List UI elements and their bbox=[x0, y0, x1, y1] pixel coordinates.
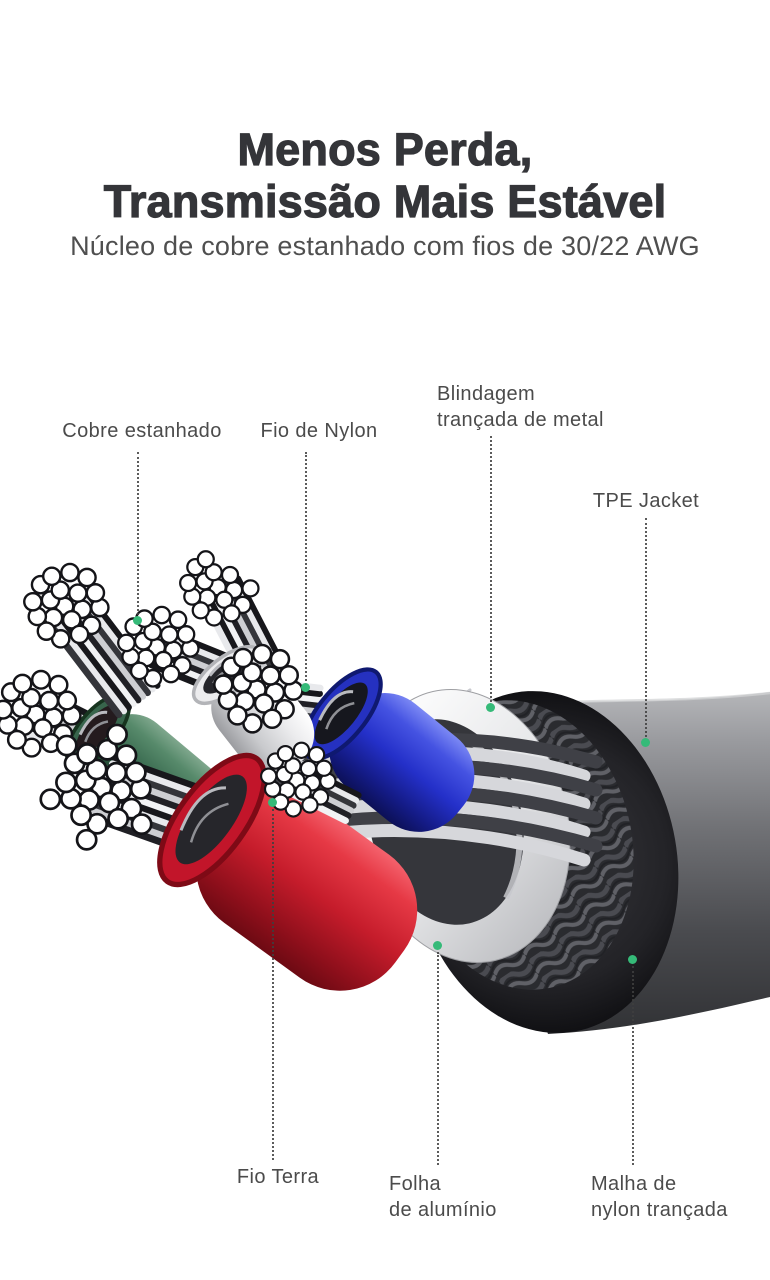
green-dot-fio-de-nylon bbox=[301, 683, 310, 692]
callout-label-folha-aluminio: Folha de alumínio bbox=[389, 1173, 497, 1221]
title-line-2: Transmissão Mais Estável bbox=[103, 176, 667, 228]
callout-label-fio-de-nylon: Fio de Nylon bbox=[260, 420, 378, 442]
leader-line-fio-terra bbox=[272, 809, 274, 1160]
green-dot-cobre-estanhado bbox=[133, 616, 142, 625]
copper-tips-red-wire bbox=[39, 723, 153, 851]
leader-line-blindagem bbox=[490, 436, 492, 702]
cable-cutaway-illustration bbox=[0, 550, 770, 1034]
wire-red bbox=[157, 752, 418, 991]
title-line-1: Menos Perda, bbox=[237, 123, 533, 175]
callout-label-malha-nylon: Malha de nylon trançada bbox=[591, 1173, 728, 1221]
copper-tips-cobre-estanhado bbox=[23, 562, 110, 649]
leader-line-cobre-estanhado bbox=[137, 452, 139, 615]
leader-line-folha-aluminio bbox=[437, 952, 439, 1165]
green-dot-folha-aluminio bbox=[433, 941, 442, 950]
callout-label-blindagem: Blindagem trançada de metal bbox=[437, 383, 604, 431]
wire-blue bbox=[301, 667, 475, 832]
green-dot-blindagem bbox=[486, 703, 495, 712]
copper-tips-green-wire bbox=[0, 669, 82, 758]
leader-line-malha-nylon bbox=[632, 966, 634, 1165]
callout-label-fio-terra: Fio Terra bbox=[236, 1166, 320, 1188]
page-title: Menos Perda, Transmissão Mais Estável bbox=[0, 123, 770, 228]
copper-tips-blue-wire bbox=[213, 643, 304, 734]
green-dot-tpe-jacket bbox=[641, 738, 650, 747]
copper-tips-top bbox=[179, 550, 260, 627]
page-subtitle: Núcleo de cobre estanhado com fios de 30… bbox=[70, 231, 700, 261]
callout-label-cobre-estanhado: Cobre estanhado bbox=[62, 420, 222, 442]
leader-line-fio-de-nylon bbox=[305, 452, 307, 681]
copper-tips-ground-wire bbox=[260, 741, 337, 818]
green-dot-malha-nylon bbox=[628, 955, 637, 964]
leader-line-tpe-jacket bbox=[645, 518, 647, 737]
green-dot-fio-terra bbox=[268, 798, 277, 807]
callout-label-tpe-jacket: TPE Jacket bbox=[592, 490, 700, 512]
copper-tips-white-wire bbox=[117, 605, 200, 688]
